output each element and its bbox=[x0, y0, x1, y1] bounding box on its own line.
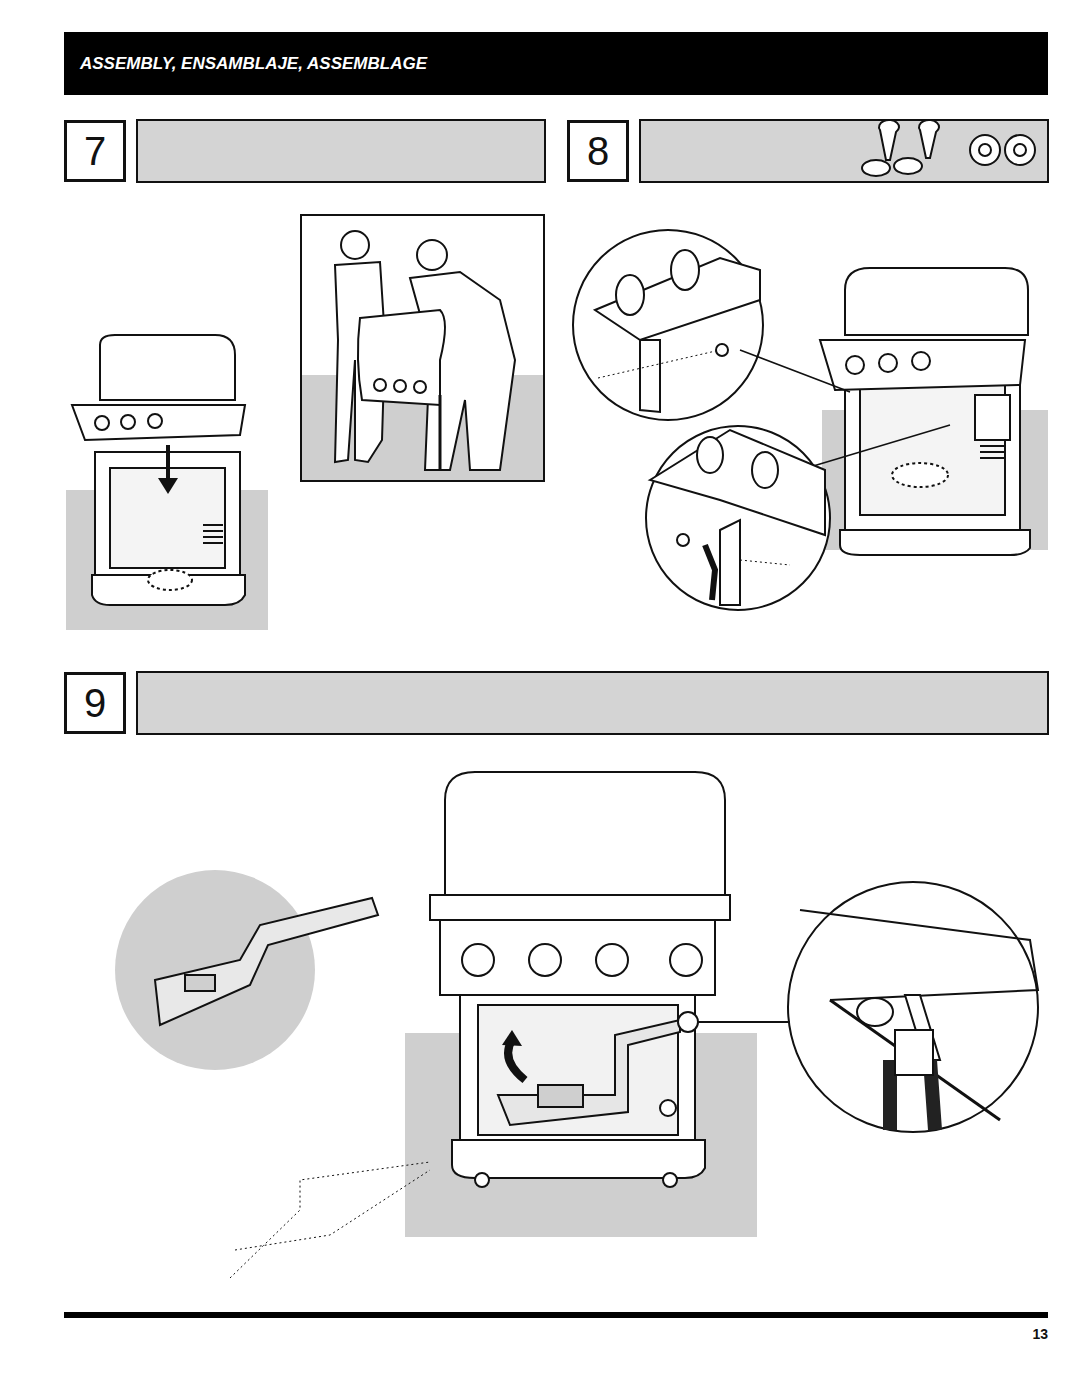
step-number: 7 bbox=[84, 129, 106, 174]
step-number: 9 bbox=[84, 681, 106, 726]
step-number-box: 7 bbox=[64, 120, 126, 182]
page-number: 13 bbox=[1032, 1326, 1048, 1342]
header-bar: ASSEMBLY, ENSAMBLAJE, ASSEMBLAGE bbox=[64, 32, 1048, 95]
page-title: ASSEMBLY, ENSAMBLAJE, ASSEMBLAGE bbox=[80, 54, 427, 74]
step-number-box: 9 bbox=[64, 672, 126, 734]
step-number-box: 8 bbox=[567, 120, 629, 182]
step-number: 8 bbox=[587, 129, 609, 174]
